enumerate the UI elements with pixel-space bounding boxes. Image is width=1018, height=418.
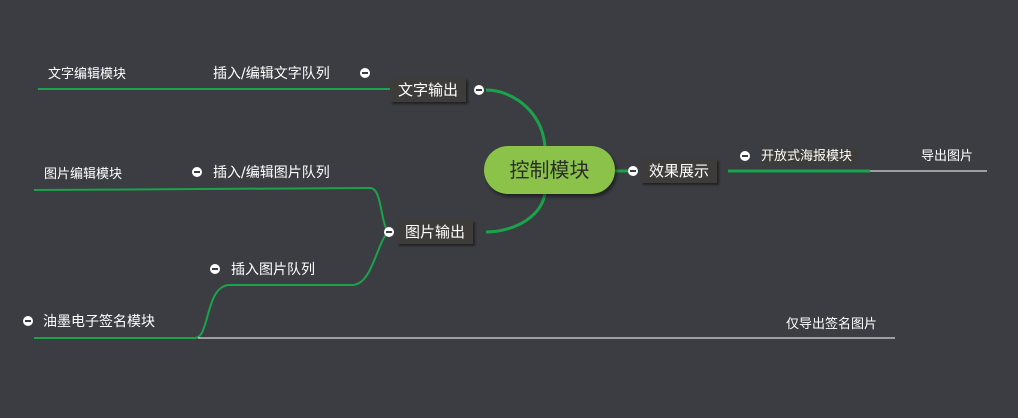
node-text-output[interactable]: 文字输出: [390, 78, 467, 102]
node-insert-edit-text-queue[interactable]: 插入/编辑文字队列: [213, 66, 330, 82]
collapse-toggle-icon[interactable]: [210, 264, 220, 274]
collapse-toggle-icon[interactable]: [192, 167, 202, 177]
collapse-toggle-icon[interactable]: [740, 151, 750, 161]
node-insert-edit-image-queue[interactable]: 插入/编辑图片队列: [213, 165, 330, 181]
node-export-image[interactable]: 导出图片: [921, 149, 974, 164]
node-image-edit-module[interactable]: 图片编辑模块: [44, 167, 123, 182]
node-export-signature-only[interactable]: 仅导出签名图片: [786, 317, 878, 332]
collapse-toggle-icon[interactable]: [23, 316, 33, 326]
collapse-toggle-icon[interactable]: [474, 85, 484, 95]
root-node[interactable]: 控制模块: [484, 146, 615, 194]
node-open-poster-module[interactable]: 开放式海报模块: [761, 148, 859, 166]
collapse-toggle-icon[interactable]: [628, 166, 638, 176]
connector-root-image-output: [485, 189, 547, 234]
connector-image-output-insert: [34, 231, 389, 339]
node-ink-signature-module[interactable]: 油墨电子签名模块: [43, 314, 155, 330]
connector-root-text-output: [485, 88, 547, 151]
collapse-toggle-icon[interactable]: [360, 68, 370, 78]
node-insert-image-queue[interactable]: 插入图片队列: [231, 262, 315, 278]
node-text-edit-module[interactable]: 文字编辑模块: [48, 67, 127, 82]
node-effect-display[interactable]: 效果展示: [641, 159, 718, 183]
collapse-toggle-icon[interactable]: [384, 227, 394, 237]
node-image-output[interactable]: 图片输出: [397, 220, 474, 244]
connector-image-output-edit: [33, 186, 389, 233]
